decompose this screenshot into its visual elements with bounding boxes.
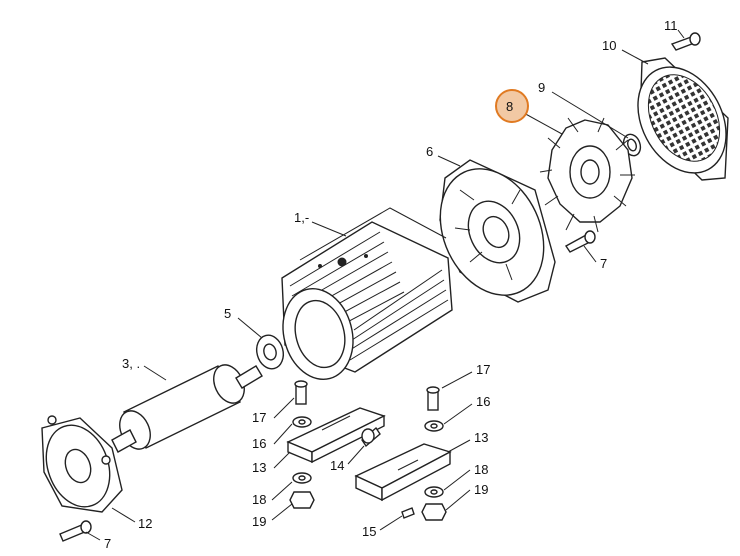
motor-housing-part[interactable]: [273, 207, 453, 387]
callout-19-right[interactable]: 19: [474, 482, 488, 497]
bolt-part-17-right[interactable]: [426, 386, 440, 411]
end-shield-part[interactable]: [421, 152, 564, 312]
bearing-part[interactable]: [253, 332, 287, 372]
callout-17-left[interactable]: 17: [252, 410, 266, 425]
bolt-part-17-left[interactable]: [294, 380, 308, 405]
fan-impeller-part[interactable]: [539, 117, 635, 233]
callout-labels: 11 10 9 8 6 7 1,- 5 3, . 12 7 17 16 13 1…: [104, 18, 678, 551]
callout-18-left[interactable]: 18: [252, 492, 266, 507]
fan-cover-part[interactable]: [620, 52, 740, 188]
callout-18-right[interactable]: 18: [474, 462, 488, 477]
callout-12[interactable]: 12: [138, 516, 152, 531]
callout-13-left[interactable]: 13: [252, 460, 266, 475]
callout-5[interactable]: 5: [224, 306, 231, 321]
callout-19-left[interactable]: 19: [252, 514, 266, 529]
pin-part-15[interactable]: [401, 507, 415, 519]
callout-3[interactable]: 3, .: [122, 356, 140, 371]
callout-7-upper[interactable]: 7: [600, 256, 607, 271]
screw-part-7-lower[interactable]: [59, 520, 92, 542]
washer-part-18-right[interactable]: [424, 486, 444, 498]
screw-part-14[interactable]: [361, 426, 381, 448]
callout-13-right[interactable]: 13: [474, 430, 488, 445]
callout-11[interactable]: 11: [664, 18, 678, 33]
callout-14[interactable]: 14: [330, 458, 344, 473]
callout-6[interactable]: 6: [426, 144, 433, 159]
callout-16-right[interactable]: 16: [476, 394, 490, 409]
screw-part-7-upper[interactable]: [564, 230, 596, 253]
callout-7-lower[interactable]: 7: [104, 536, 111, 551]
callout-9[interactable]: 9: [538, 80, 545, 95]
leader-lines: [85, 29, 685, 541]
mounting-foot-part-13-right[interactable]: [354, 443, 452, 502]
callout-17-right[interactable]: 17: [476, 362, 490, 377]
callout-8[interactable]: 8: [506, 99, 513, 114]
front-flange-part[interactable]: [35, 415, 123, 516]
rotor-part[interactable]: [111, 360, 263, 454]
callout-10[interactable]: 10: [602, 38, 616, 53]
nut-part-19-left[interactable]: [289, 491, 315, 509]
washer-part-16-right[interactable]: [424, 420, 444, 432]
screw-part-11[interactable]: [670, 32, 701, 51]
washer-part-16-left[interactable]: [292, 416, 312, 428]
highlight-marker: [495, 89, 529, 123]
callout-16-left[interactable]: 16: [252, 436, 266, 451]
nut-part-19-right[interactable]: [421, 503, 447, 521]
callout-15[interactable]: 15: [362, 524, 376, 539]
callout-1[interactable]: 1,-: [294, 210, 309, 225]
mounting-foot-part-13-left[interactable]: [286, 407, 386, 464]
washer-part-18-left[interactable]: [292, 472, 312, 484]
